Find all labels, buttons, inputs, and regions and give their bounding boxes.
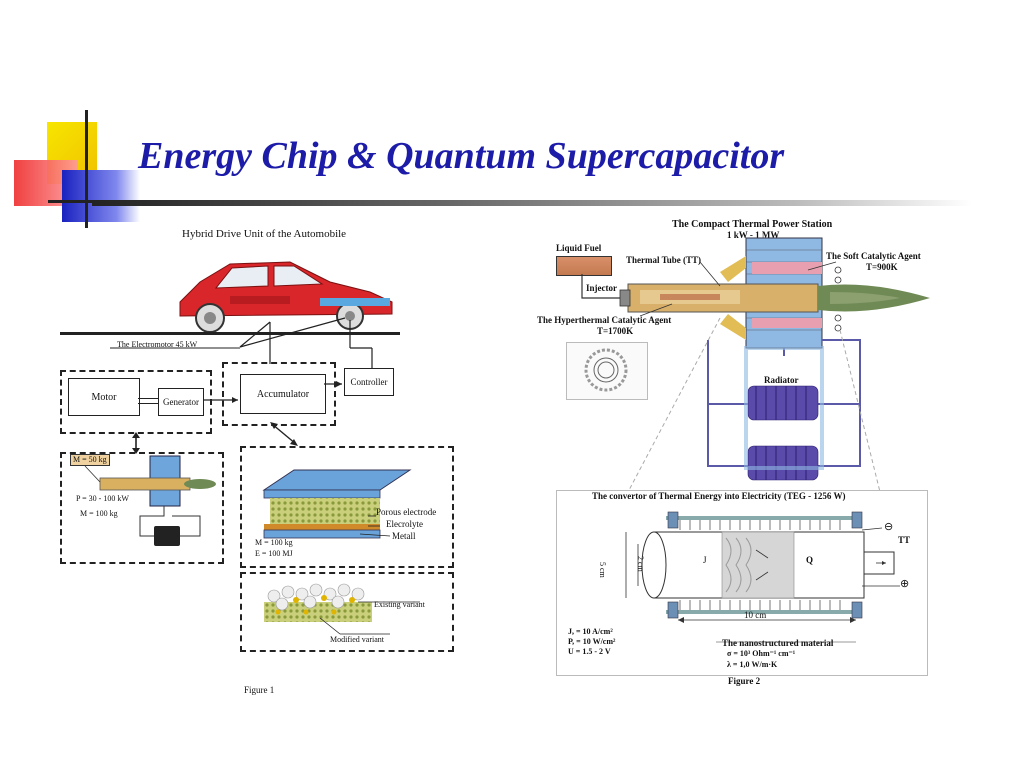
- electrolyte-label: Elecrolyte: [386, 519, 423, 529]
- electromotor-label: The Electromotor 45 kW: [117, 340, 198, 349]
- voltage-label: U = 1.5 - 2 V: [568, 647, 611, 656]
- supercapacitor-group: [240, 446, 454, 568]
- title-underline: [92, 200, 972, 206]
- controller-box: Controller: [344, 368, 394, 396]
- teg-converter: [625, 511, 900, 643]
- minus-terminal: ⊖: [884, 521, 894, 533]
- controller-label: Controller: [350, 377, 388, 387]
- liquid-fuel-label: Liquid Fuel: [556, 243, 602, 253]
- power-label: P = 30 - 100 kW: [76, 494, 129, 503]
- mass-50-label: M = 50 kg: [70, 454, 110, 466]
- porous-electrode-label: Porous electrode: [376, 507, 437, 517]
- figure1-caption: Figure 1: [244, 685, 275, 695]
- road-line: [60, 332, 400, 335]
- car-illustration: [179, 261, 393, 333]
- injector-label: Injector: [586, 283, 617, 293]
- logo-vertical-line: [85, 110, 88, 228]
- accumulator-box: Accumulator: [240, 374, 326, 414]
- figure2-heading-range: 1 kW - 1 MW: [727, 230, 780, 240]
- mini-thermal-station: [84, 455, 216, 546]
- existing-variant-label: Existing variant: [374, 600, 425, 609]
- power-density-label: P, = 10 W/cm²: [568, 637, 616, 646]
- figure1-heading: Hybrid Drive Unit of the Automobile: [182, 228, 347, 240]
- modified-variant-label: Modified variant: [330, 635, 384, 644]
- slide-logo: [10, 110, 150, 230]
- tt-label: TT: [898, 535, 911, 545]
- figure2-heading: The Compact Thermal Power Station: [672, 219, 833, 230]
- logo-blue-square: [62, 170, 140, 222]
- lambda-label: λ = 1,0 W/m·K: [727, 660, 778, 669]
- acc-energy-label: E = 100 MJ: [255, 549, 293, 558]
- dim-5cm-label: 5 cm: [598, 562, 607, 578]
- hyper-agent-label: The Hyperthermal Catalytic Agent: [537, 315, 672, 325]
- dim-2cm-label: 2 cm: [636, 556, 645, 572]
- accumulator-group: [222, 362, 336, 426]
- current-density-label: J, = 10 A/cm²: [568, 627, 613, 636]
- hyper-temp-label: T=1700K: [597, 326, 634, 336]
- soft-temp-label: T=900K: [866, 262, 898, 272]
- shaft: [138, 398, 158, 404]
- thermal-unit-group: [60, 452, 224, 564]
- teg-heading: The convertor of Thermal Energy into Ele…: [592, 491, 846, 501]
- acc-mass-label: M = 100 kg: [255, 538, 293, 547]
- accumulator-label: Accumulator: [256, 388, 310, 400]
- dim-10cm-label: 10 cm: [744, 610, 767, 620]
- motor-label: Motor: [91, 391, 117, 403]
- plus-terminal: ⊕: [900, 578, 910, 590]
- q-label: Q: [806, 555, 814, 565]
- figure2-caption: Figure 2: [728, 676, 761, 686]
- electrode-variants: [264, 583, 420, 635]
- sigma-label: σ = 10³ Ohm⁻¹ cm⁻¹: [727, 649, 796, 658]
- liquid-fuel-tank: [556, 256, 612, 276]
- material-label: The nanostructured material: [722, 638, 834, 648]
- motor-box: Motor: [68, 378, 140, 416]
- generator-box: Generator: [158, 388, 204, 416]
- thermal-tube-label: Thermal Tube (TT): [626, 255, 702, 265]
- radiator-label: Radiator: [764, 375, 799, 385]
- metal-label: Metall: [392, 531, 416, 541]
- soft-agent-label: The Soft Catalytic Agent: [826, 251, 921, 261]
- j-label: J: [703, 555, 707, 565]
- electrode-variant-group: [240, 572, 454, 652]
- cross-section-rings: [584, 348, 628, 392]
- supercapacitor-layers: [262, 469, 412, 539]
- slide-title: Energy Chip & Quantum Supercapacitor: [138, 135, 785, 177]
- mass-100-label: M = 100 kg: [80, 509, 118, 518]
- generator-label: Generator: [163, 397, 199, 407]
